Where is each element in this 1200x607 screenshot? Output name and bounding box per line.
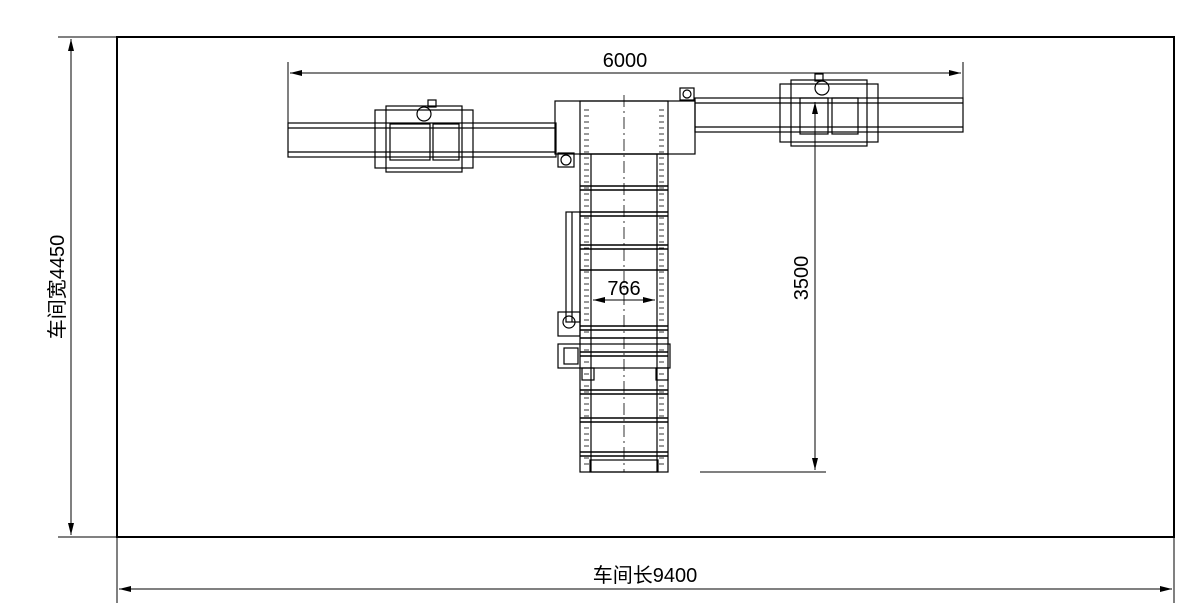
dimension-conveyor-width: 766 [593, 278, 655, 303]
workshop-boundary [116, 36, 1175, 538]
conveyor-width-label: 766 [607, 278, 640, 300]
conveyor-side-ribs [584, 109, 664, 465]
vertical-conveyor [557, 95, 671, 473]
dimension-room-width: 车间宽4450 [46, 36, 117, 538]
room-length-label: 车间长9400 [593, 564, 698, 587]
central-hub [554, 100, 696, 168]
right-conveyor-arm [679, 73, 964, 147]
room-width-label: 车间宽4450 [46, 235, 69, 340]
dimension-span: 6000 [287, 50, 964, 125]
left-conveyor-arm [287, 99, 557, 173]
dimension-room-length: 车间长9400 [116, 537, 1175, 603]
conveyor-slats [580, 185, 668, 457]
height-dimension-label: 3500 [791, 256, 813, 301]
dimension-height: 3500 [700, 102, 826, 473]
span-dimension-label: 6000 [603, 50, 648, 72]
